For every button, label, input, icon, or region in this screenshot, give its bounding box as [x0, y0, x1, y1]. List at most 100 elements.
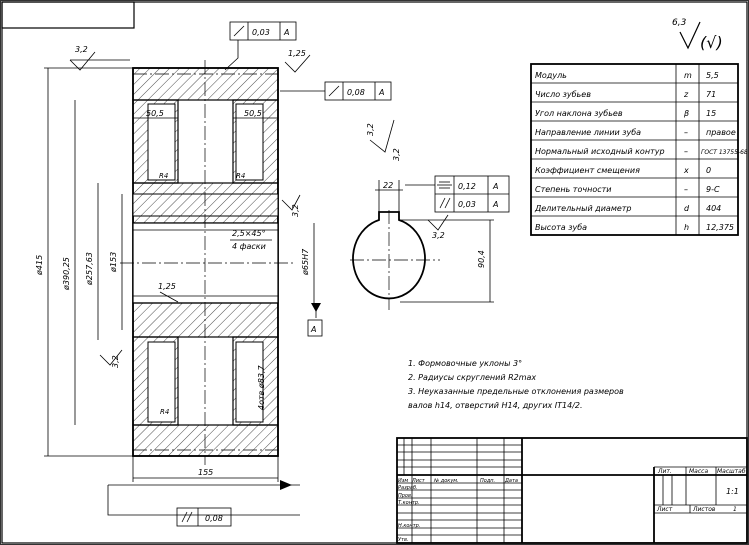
top-fcf: 0,03 A [224, 21, 297, 71]
svg-text:3,2: 3,2 [111, 355, 120, 368]
param-value: 12,375 [706, 223, 734, 232]
key-fcf: 0,12 A 0,03 A [405, 175, 510, 213]
svg-text:1: 1 [733, 506, 737, 513]
svg-text:Масса: Масса [689, 468, 708, 475]
param-symbol: d [684, 204, 690, 213]
svg-text:A: A [310, 325, 316, 334]
svg-text:3,2: 3,2 [432, 231, 445, 240]
svg-text:A: A [283, 28, 289, 37]
svg-text:A: A [492, 200, 498, 209]
svg-text:1,25: 1,25 [288, 49, 306, 58]
param-name: Высота зуба [535, 223, 587, 232]
roughness-bracket: (√) [700, 33, 723, 52]
svg-text:155: 155 [198, 468, 213, 477]
param-value: 9-С [706, 185, 720, 194]
svg-text:ø257,63: ø257,63 [85, 252, 94, 286]
svg-text:3,2: 3,2 [392, 148, 401, 161]
svg-text:ø65H7: ø65H7 [301, 248, 310, 276]
svg-text:Лист: Лист [656, 506, 673, 513]
param-name: Делительный диаметр [534, 204, 632, 213]
param-value: правое [706, 128, 736, 137]
svg-text:22: 22 [383, 181, 393, 190]
svg-text:Дата: Дата [504, 478, 518, 484]
svg-text:Лит.: Лит. [657, 468, 672, 475]
runout-arrow-icon [233, 25, 245, 37]
svg-text:ø153: ø153 [109, 252, 118, 273]
note-line: 2. Радиусы скруглений R2max [408, 373, 536, 382]
param-symbol: m [684, 71, 692, 80]
svg-text:0,08: 0,08 [347, 88, 365, 97]
title-block: Лит. Масса Масштаб 1:1 Лист Листов 1 Изм… [396, 437, 748, 544]
svg-text:0,08: 0,08 [205, 514, 223, 523]
scale-value: 1:1 [726, 487, 739, 496]
param-name: Число зубьев [535, 90, 591, 99]
svg-text:3,2: 3,2 [366, 123, 375, 136]
svg-text:Изм: Изм [398, 478, 408, 484]
keyway-section-view: 22 3,2 3,2 3,2 90,4 [350, 119, 494, 310]
svg-text:ø390,25: ø390,25 [62, 257, 71, 291]
param-value: 5,5 [706, 71, 719, 80]
general-roughness-symbol: 6,3 (√) [672, 18, 723, 52]
svg-text:50,5: 50,5 [244, 109, 262, 118]
note-line: валов h14, отверстий H14, других IT14/2. [408, 401, 583, 410]
param-name: Направление линии зуба [535, 128, 641, 137]
corner-stamp [1, 1, 135, 29]
param-symbol: – [684, 185, 688, 194]
svg-text:Масштаб: Масштаб [717, 468, 746, 475]
svg-text:R4: R4 [159, 172, 168, 180]
svg-text:R4: R4 [160, 408, 169, 416]
svg-text:Т.контр.: Т.контр. [398, 500, 420, 506]
svg-text:Листов: Листов [692, 506, 716, 513]
param-value: 15 [706, 109, 716, 118]
svg-text:ø415: ø415 [35, 255, 44, 276]
bottom-fcf: 0,08 [176, 507, 232, 527]
param-value: 0 [706, 166, 711, 175]
svg-text:90,4: 90,4 [477, 250, 486, 268]
svg-text:50,5: 50,5 [146, 109, 164, 118]
param-name: Коэффициент смещения [535, 166, 640, 175]
param-name: Степень точности [535, 185, 611, 194]
runout-arrow-icon [328, 85, 340, 97]
svg-text:2,5×45°: 2,5×45° [232, 229, 266, 238]
param-symbol: z [683, 90, 689, 99]
parallelism-icon [181, 511, 188, 523]
datum-a-box [307, 319, 323, 337]
param-symbol: β [683, 109, 689, 118]
svg-text:A: A [378, 88, 384, 97]
svg-text:Лист: Лист [411, 478, 426, 484]
svg-text:Утв.: Утв. [398, 537, 409, 543]
note-line: 3. Неуказанные предельные отклонения раз… [408, 387, 624, 396]
param-name: Угол наклона зубьев [535, 109, 623, 118]
param-value: 404 [706, 204, 721, 213]
svg-text:4отв ø83,7: 4отв ø83,7 [257, 364, 266, 410]
svg-text:3,2: 3,2 [75, 45, 88, 54]
svg-text:№ докум.: № докум. [433, 478, 459, 484]
roughness-value: 6,3 [672, 18, 687, 28]
svg-text:4 фаски: 4 фаски [232, 242, 266, 251]
note-line: 1. Формовочные уклоны 3° [408, 359, 522, 368]
param-symbol: – [684, 147, 688, 156]
svg-text:0,03: 0,03 [458, 200, 476, 209]
param-symbol: h [684, 223, 689, 232]
svg-text:R4: R4 [236, 172, 245, 180]
param-value: 71 [706, 90, 716, 99]
svg-text:Н.контр.: Н.контр. [398, 523, 420, 529]
technical-notes: 1. Формовочные уклоны 3° 2. Радиусы скру… [408, 359, 624, 410]
svg-text:A: A [492, 182, 498, 191]
svg-text:Разраб.: Разраб. [398, 485, 418, 491]
param-symbol: – [684, 128, 688, 137]
gear-dimensions: 3,2 1,25 50,5 50,5 R4 R4 2,5×45° 4 фаски… [35, 45, 323, 516]
svg-text:Пров.: Пров. [398, 493, 413, 499]
svg-text:3,2: 3,2 [291, 204, 300, 217]
gear-section-view [120, 60, 295, 465]
side-fcf: 0,08 A [280, 81, 392, 101]
param-symbol: x [683, 166, 689, 175]
svg-text:0,12: 0,12 [458, 182, 476, 191]
param-value: ГОСТ 13755-68 [701, 149, 748, 156]
param-name: Модуль [535, 71, 567, 80]
svg-text:0,03: 0,03 [252, 28, 270, 37]
parallelism-icon [439, 197, 446, 209]
